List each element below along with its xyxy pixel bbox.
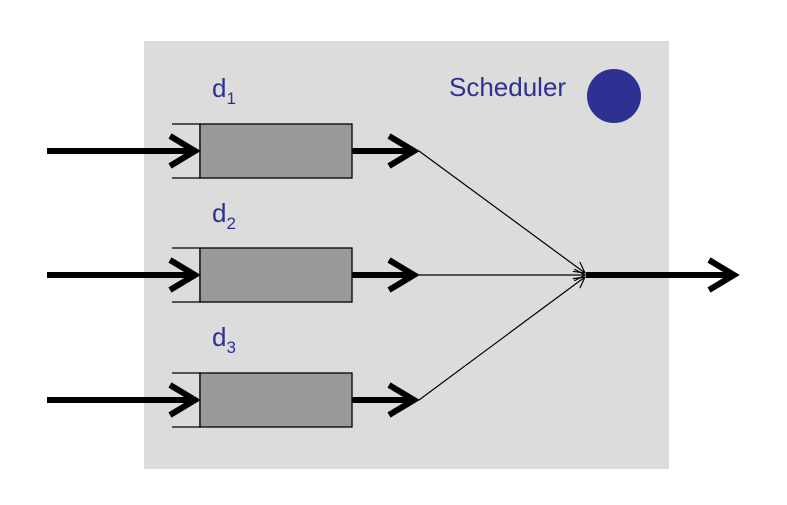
queue-2-buffer [199,247,353,303]
merge-connector-3 [418,277,585,401]
queue-3: d3 [47,322,420,428]
queue-3-label: d3 [212,322,236,357]
scheduler-dot [587,69,641,123]
queue-2-label: d2 [212,198,236,233]
merge-connector-1 [418,150,585,273]
scheduler-label: Scheduler [449,72,566,102]
queue-1-label: d1 [212,73,236,108]
output-arrow [586,257,740,293]
queue-3-buffer [199,372,353,428]
queue-1-buffer [199,123,353,179]
queue-2: d2 [47,198,420,303]
queue-1: d1 [47,73,420,179]
